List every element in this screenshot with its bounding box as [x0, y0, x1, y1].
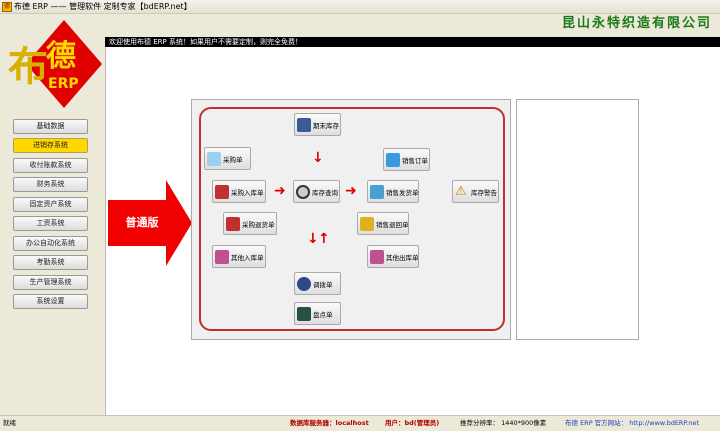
basket-return-icon [226, 216, 240, 231]
purchase-order-button[interactable]: 采购单 [204, 147, 251, 170]
basket-icon [215, 184, 229, 199]
side-panel [516, 99, 639, 340]
calendar-icon [297, 117, 311, 132]
arrow-right-icon: ➜ [274, 183, 286, 199]
arrow-down-icon: ↓ [307, 231, 319, 247]
button-label: 采购退货单 [242, 220, 275, 229]
edition-label: 普通版 [125, 216, 159, 229]
status-db-server: 数据库服务器：localhost [290, 419, 369, 427]
sidebar-item-receivables[interactable]: 收付账款系统 [13, 158, 88, 173]
button-label: 销售退回单 [376, 220, 409, 229]
button-label: 采购入库单 [231, 188, 264, 197]
sidebar-item-attendance[interactable]: 考勤系统 [13, 255, 88, 270]
other-issue-button[interactable]: 其他出库单 [367, 245, 419, 268]
status-resolution: 推荐分辨率： 1440*900像素 [460, 419, 547, 427]
logo-char-1: 布 [8, 43, 48, 90]
arrow-up-icon: ↑ [318, 231, 330, 247]
app-icon: 德 [2, 2, 12, 12]
arrow-right-icon: ➜ [345, 183, 357, 199]
company-name: 昆山永特织造有限公司 [561, 16, 712, 31]
sidebar-item-production[interactable]: 生产管理系统 [13, 275, 88, 290]
sidebar-item-office[interactable]: 办公自动化系统 [13, 236, 88, 251]
status-user: 用户：bd(管理员) [385, 419, 440, 427]
sales-order-button[interactable]: 销售订单 [383, 148, 430, 171]
stock-warning-button[interactable]: ⚠ 库存警告 [452, 180, 499, 203]
window-title: 布德 ERP —— 管理软件 定制专家【bdERP.net】 [14, 2, 192, 11]
svg-text:德: 德 [46, 39, 76, 74]
button-label: 盘点单 [313, 310, 333, 319]
sales-delivery-button[interactable]: 销售发货单 [367, 180, 419, 203]
truck-return-icon [360, 216, 374, 231]
other-receipt-button[interactable]: 其他入库单 [212, 245, 266, 268]
sidebar-item-basic-data[interactable]: 基础数据 [13, 119, 88, 134]
sidebar-item-settings[interactable]: 系统设置 [13, 294, 88, 309]
button-label: 库存警告 [471, 188, 497, 197]
logo: 布 德 ERP [8, 20, 102, 108]
transfer-button[interactable]: 调拨单 [294, 272, 341, 295]
button-label: 调拨单 [313, 280, 333, 289]
document-icon [207, 151, 221, 166]
stock-query-button[interactable]: 库存查询 [293, 180, 340, 203]
receipt-icon [215, 249, 229, 264]
sales-icon [386, 152, 400, 167]
sidebar-item-payroll[interactable]: 工资系统 [13, 216, 88, 231]
period-end-stock-button[interactable]: 期末库存 [294, 113, 341, 136]
edition-arrow-icon [108, 180, 192, 266]
status-ready: 就绪 [3, 419, 16, 427]
sidebar-item-fixed-assets[interactable]: 固定资产系统 [13, 197, 88, 212]
flow-border [199, 107, 505, 331]
sidebar-item-inventory[interactable]: 进销存系统 [13, 138, 88, 153]
purchase-receipt-button[interactable]: 采购入库单 [212, 180, 266, 203]
button-label: 销售订单 [402, 156, 428, 165]
svg-text:ERP: ERP [48, 76, 79, 92]
button-label: 其他出库单 [386, 253, 419, 262]
purchase-return-button[interactable]: 采购退货单 [223, 212, 277, 235]
truck-icon [370, 184, 384, 199]
button-label: 采购单 [223, 155, 243, 164]
issue-icon [370, 249, 384, 264]
button-label: 销售发货单 [386, 188, 419, 197]
button-label: 库存查询 [312, 188, 338, 197]
status-website-link[interactable]: 布德 ERP 官方网站： http://www.bdERP.net [565, 419, 700, 427]
blackboard-icon [297, 306, 311, 321]
sales-return-button[interactable]: 销售退回单 [357, 212, 409, 235]
transfer-icon [297, 276, 311, 291]
button-label: 期末库存 [313, 121, 339, 130]
arrow-down-icon: ↓ [312, 150, 324, 166]
warning-icon: ⚠ [455, 183, 467, 199]
sidebar-item-finance[interactable]: 财务系统 [13, 177, 88, 192]
stocktake-button[interactable]: 盘点单 [294, 302, 341, 325]
status-bar: 就绪 数据库服务器：localhost 用户：bd(管理员) 推荐分辨率： 14… [0, 415, 720, 430]
title-bar: 布德 ERP —— 管理软件 定制专家【bdERP.net】 [0, 0, 720, 14]
magnifier-icon [296, 184, 310, 199]
welcome-banner: 欢迎使用布德 ERP 系统！如果用户不需要定制，则完全免费！ [105, 37, 720, 47]
button-label: 其他入库单 [231, 253, 264, 262]
